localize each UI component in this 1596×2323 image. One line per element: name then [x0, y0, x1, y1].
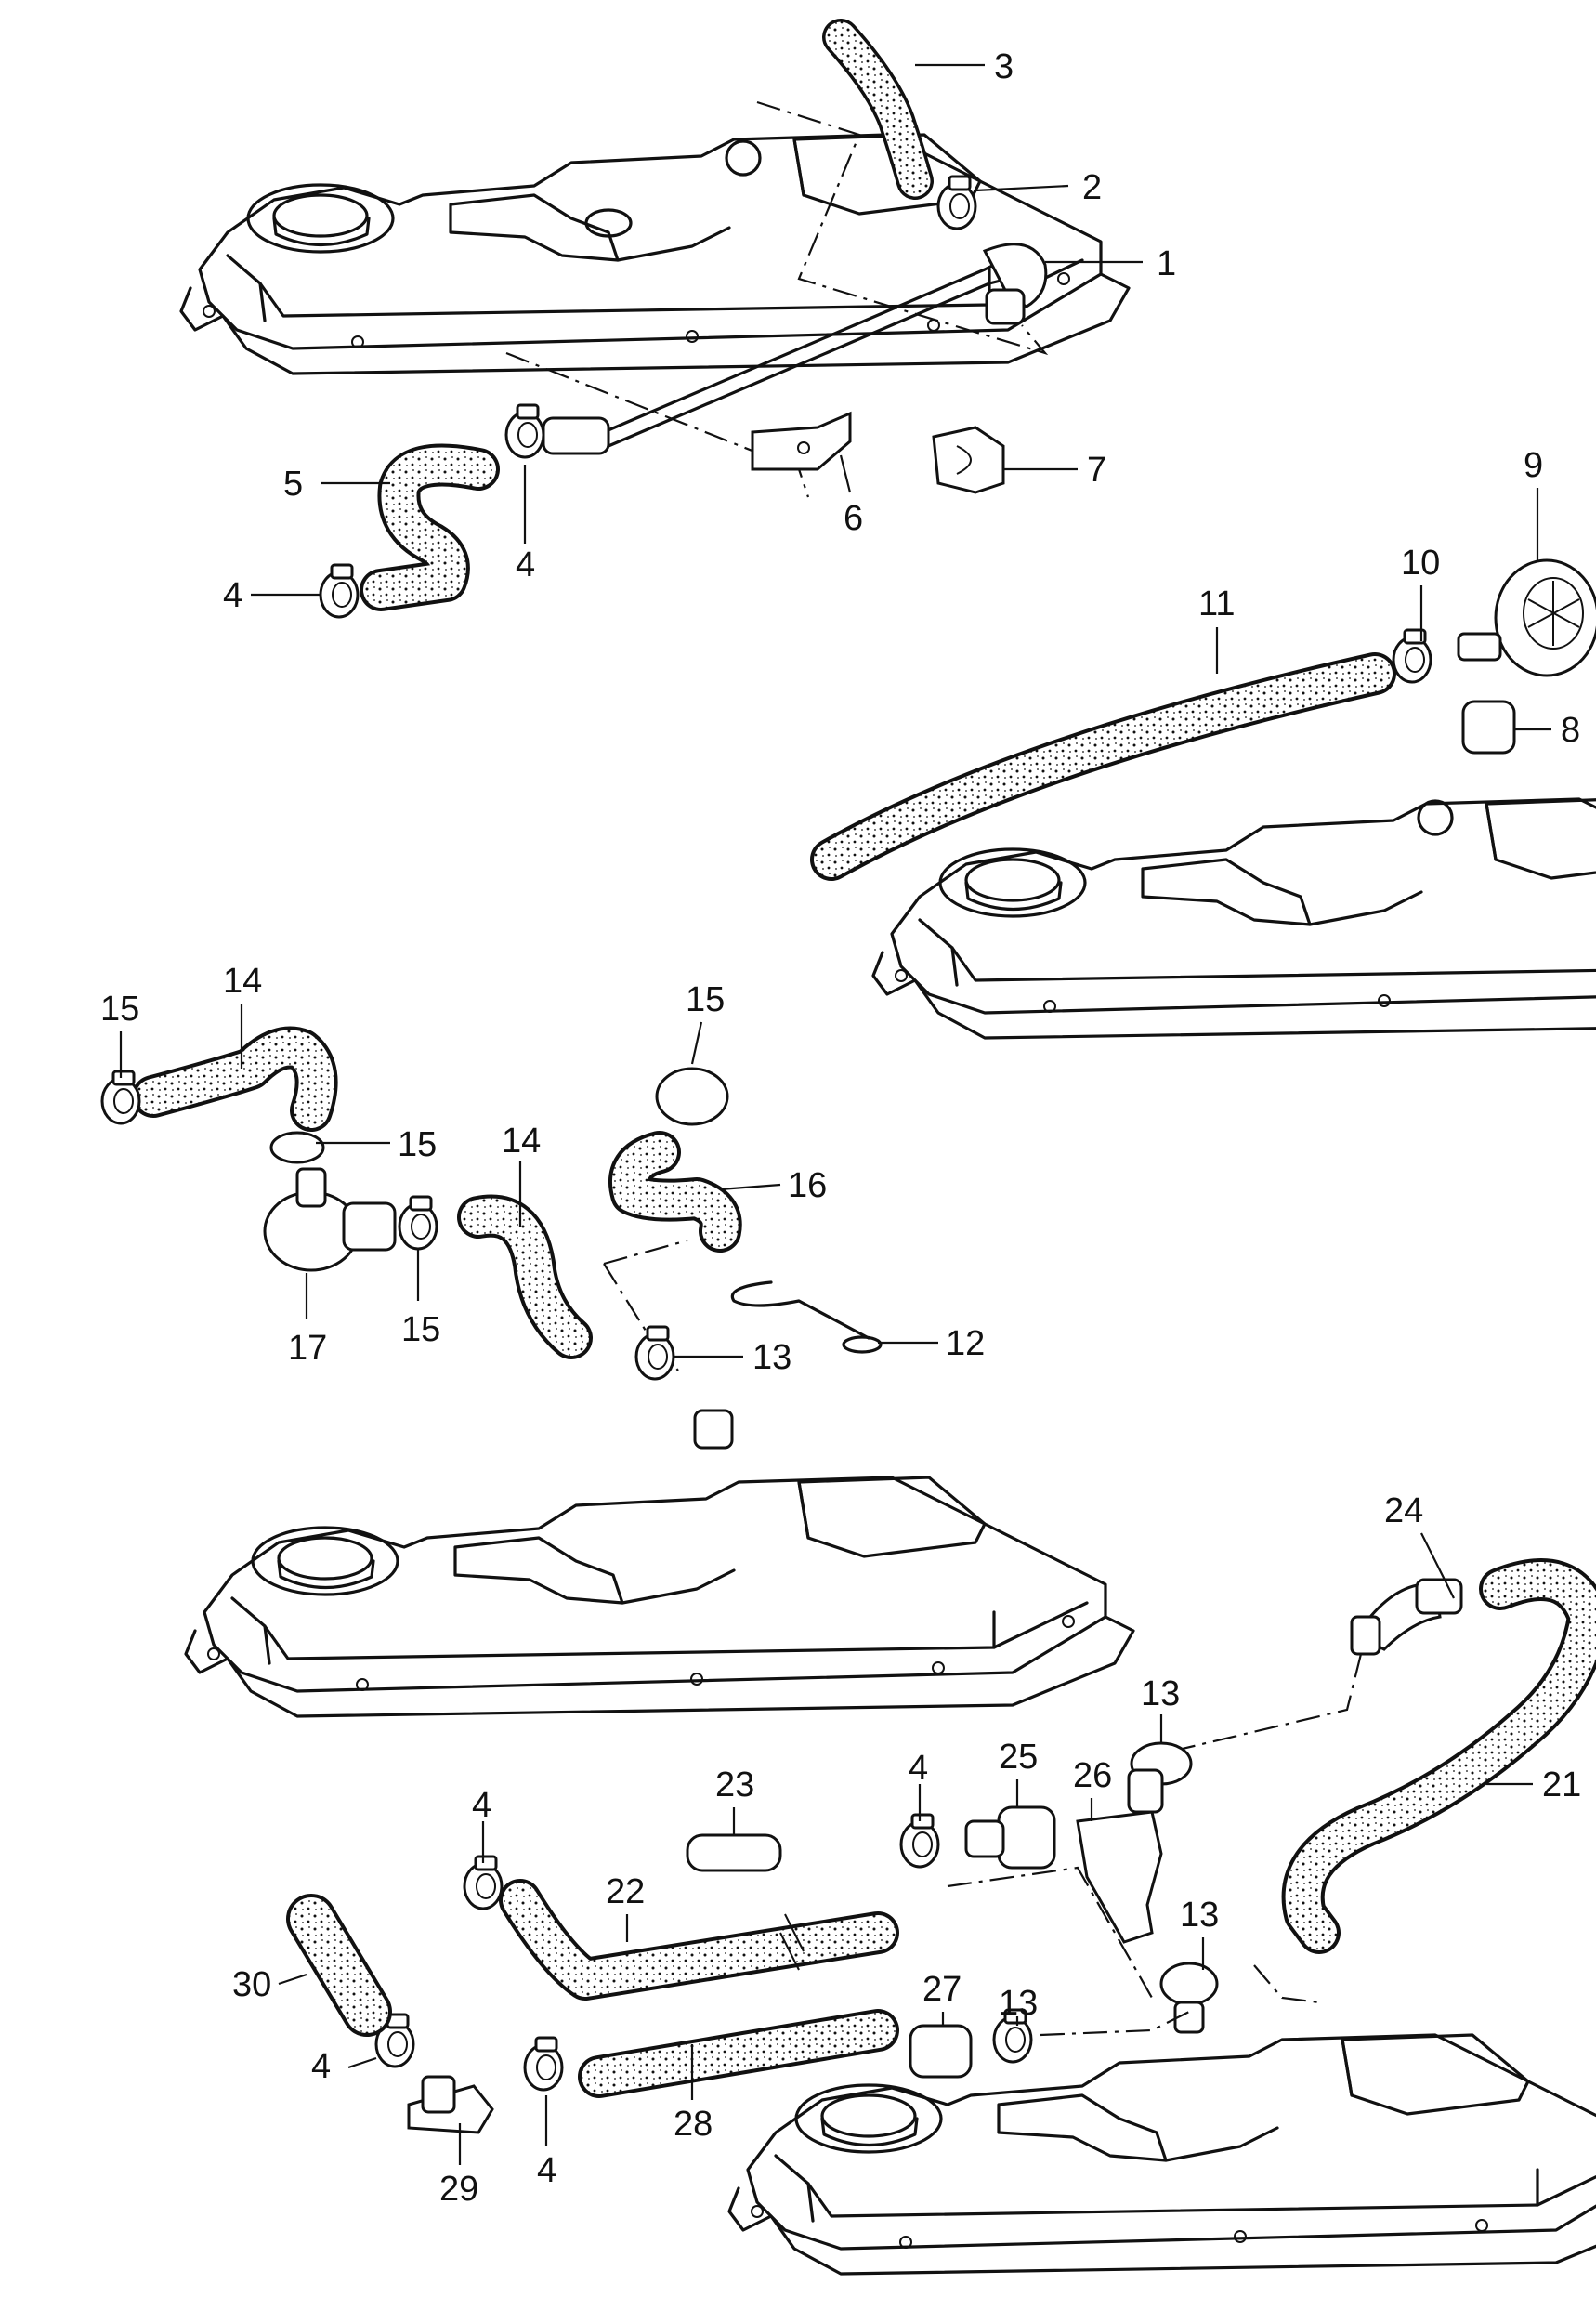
callout-17: 17 — [288, 1329, 327, 1368]
callout-26: 26 — [1073, 1756, 1112, 1795]
hose-clamp-4c — [899, 1813, 940, 1869]
callout-15: 15 — [100, 990, 139, 1029]
callout-2: 2 — [1082, 168, 1102, 207]
callout-14: 14 — [223, 962, 262, 1001]
callout-8: 8 — [1561, 711, 1580, 750]
hose-11 — [814, 656, 1393, 877]
t-piece-26 — [1076, 1810, 1163, 1944]
callout-9: 9 — [1524, 446, 1543, 485]
callout-4: 4 — [909, 1749, 928, 1788]
callout-13: 13 — [1180, 1896, 1219, 1935]
cylinder-head-cover-2 — [871, 797, 1596, 1040]
hose-clamp-13c — [1159, 1962, 1219, 2006]
hose-clamp-15d — [655, 1067, 729, 1126]
hose-16 — [612, 1135, 739, 1249]
hose-clamp-4b — [319, 563, 360, 619]
callout-4: 4 — [472, 1786, 491, 1825]
callout-6: 6 — [844, 499, 863, 538]
callout-16: 16 — [788, 1166, 827, 1205]
hose-22 — [503, 1883, 896, 1997]
hose-3 — [825, 21, 931, 197]
connector-23 — [686, 1833, 782, 1872]
hose-clamp-15a — [100, 1070, 141, 1125]
callout-3: 3 — [994, 47, 1014, 86]
callout-29: 29 — [439, 2170, 478, 2209]
wire-clip-12 — [730, 1280, 870, 1340]
callout-28: 28 — [674, 2105, 713, 2144]
callout-13: 13 — [999, 1984, 1038, 2023]
hose-clamp-2 — [936, 175, 977, 230]
cap-27 — [909, 2024, 973, 2079]
leader-lines — [119, 63, 1551, 2165]
hose-clamp-10 — [1392, 628, 1432, 684]
clip-7 — [932, 426, 1005, 494]
hose-clamp-15c — [398, 1195, 438, 1251]
elbow-1 — [982, 243, 1048, 308]
callout-4: 4 — [311, 2047, 331, 2086]
callout-7: 7 — [1087, 451, 1106, 490]
callout-numbers: 1 2 3 4 4 4 4 4 4 5 6 7 8 9 10 11 12 13 … — [100, 47, 1581, 2209]
hose-21 — [1285, 1562, 1596, 1950]
callout-21: 21 — [1542, 1765, 1581, 1805]
callout-15: 15 — [401, 1310, 440, 1349]
callout-13: 13 — [752, 1338, 791, 1377]
callout-1: 1 — [1157, 244, 1176, 283]
hose-28 — [582, 2013, 896, 2094]
callout-15: 15 — [398, 1125, 437, 1164]
callout-22: 22 — [606, 1872, 645, 1911]
valve-25 — [997, 1805, 1056, 1870]
hose-clamp-13a — [634, 1325, 675, 1381]
hose-5 — [363, 447, 496, 608]
bracket-6 — [751, 411, 852, 471]
hose-14a — [136, 1030, 334, 1128]
callout-11: 11 — [1198, 584, 1235, 623]
callout-14: 14 — [502, 1122, 541, 1161]
hose-clamp-4a — [504, 403, 545, 459]
cover-port-1 — [725, 139, 762, 177]
callout-4: 4 — [516, 545, 535, 584]
callout-4: 4 — [223, 576, 242, 615]
hose-clamp-4d — [463, 1855, 504, 1910]
callout-27: 27 — [922, 1970, 962, 2009]
hose-14b — [461, 1198, 589, 1356]
hose-clamp-4e — [523, 2036, 564, 2092]
callout-15: 15 — [686, 980, 725, 1019]
cylinder-head-cover-4 — [727, 2033, 1596, 2276]
oil-filler-cap-1 — [584, 208, 633, 238]
grommet-8 — [1461, 700, 1516, 755]
callout-4: 4 — [537, 2151, 556, 2190]
callout-24: 24 — [1384, 1491, 1423, 1530]
callout-10: 10 — [1401, 544, 1440, 583]
callout-30: 30 — [232, 1965, 271, 2004]
callout-13: 13 — [1141, 1674, 1180, 1713]
callout-25: 25 — [999, 1738, 1038, 1777]
callout-5: 5 — [283, 465, 303, 504]
callout-23: 23 — [715, 1765, 754, 1805]
cylinder-head-cover-3 — [184, 1476, 1135, 1718]
hose-30 — [290, 1897, 388, 2033]
hose-clamp-15b — [269, 1131, 325, 1164]
callout-12: 12 — [946, 1324, 985, 1363]
